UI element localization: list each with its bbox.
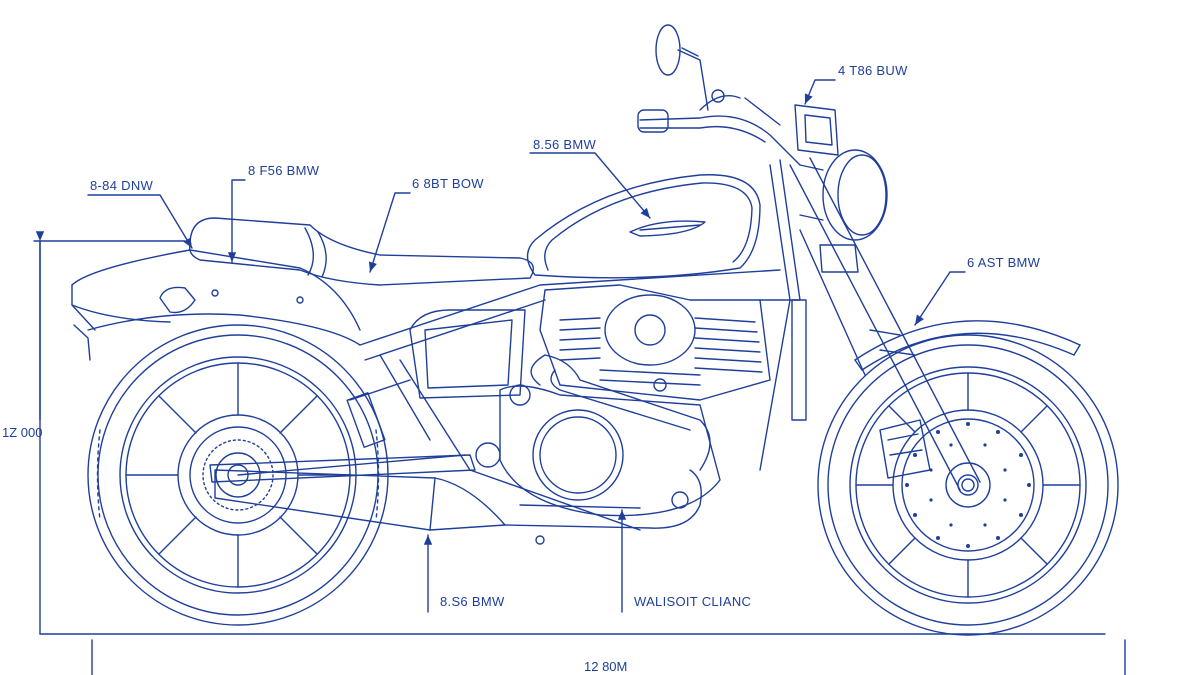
front-fender — [854, 320, 1081, 361]
rear-spokes — [125, 362, 351, 588]
callout-rear-fender: 8-84 DNW — [90, 178, 154, 193]
side-cover — [409, 309, 526, 399]
callout-engine-base: WALISOIT CLIANC — [634, 594, 752, 609]
frame — [359, 159, 807, 531]
mirror — [655, 24, 709, 111]
front-spokes — [855, 372, 1081, 598]
engine — [475, 284, 771, 545]
air-filter-cover — [604, 294, 696, 366]
rear-turn-signal — [159, 286, 196, 314]
headlight — [799, 149, 888, 241]
callout-seat-rear: 8 F56 BMW — [248, 163, 320, 178]
brake-disc-holes — [905, 422, 1031, 548]
callout-headlight: 4 T86 BUW — [838, 63, 908, 78]
callout-fuel-tank: 8.56 BMW — [533, 137, 597, 152]
seat — [189, 217, 534, 286]
rear-fender — [71, 249, 361, 361]
front-turn-signal — [819, 244, 859, 273]
clutch-cover — [532, 409, 624, 501]
length-dimension — [91, 639, 1126, 675]
rear-wheel — [87, 324, 389, 626]
length-dimension-label: 12 80M — [584, 659, 628, 674]
callout-seat-front: 6 8BT BOW — [412, 176, 484, 191]
height-dimension-label: 1Z 000 — [2, 425, 43, 440]
front-wheel — [817, 334, 1119, 636]
handlebar — [637, 89, 801, 166]
rear-shock — [346, 392, 386, 448]
crankcase — [499, 385, 721, 517]
tank-badge — [629, 220, 706, 237]
callout-front-fork: 6 AST BMW — [967, 255, 1041, 270]
fuel-tank — [526, 174, 761, 279]
swingarm — [209, 379, 476, 483]
height-dimension — [33, 231, 186, 635]
callout-leaders — [87, 79, 966, 613]
callout-exhaust: 8.S6 BMW — [440, 594, 505, 609]
instrument-cluster — [794, 104, 839, 156]
exhaust — [214, 354, 711, 531]
cylinder-fins — [559, 317, 763, 386]
brake-caliper — [879, 419, 931, 479]
